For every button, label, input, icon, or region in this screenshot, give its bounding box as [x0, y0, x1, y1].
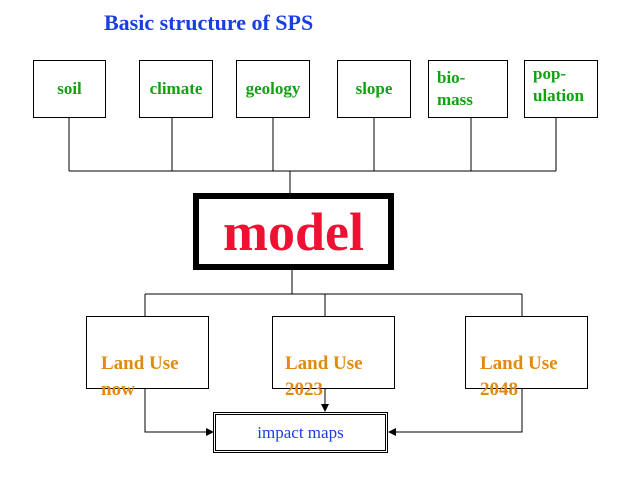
- arrow-2048-to-impact: [388, 389, 523, 436]
- input-label-soil: soil: [57, 79, 82, 98]
- input-label-slope: slope: [355, 79, 393, 98]
- input-label-population: pop- ulation: [533, 64, 585, 105]
- impact-maps-label: impact maps: [257, 422, 344, 442]
- impact-maps-box: impact maps: [213, 412, 388, 453]
- input-box-geology: geology: [236, 60, 310, 118]
- input-box-biomass: bio- mass: [428, 60, 508, 118]
- input-box-population: pop- ulation: [524, 60, 598, 118]
- input-label-climate: climate: [149, 79, 203, 98]
- arrow-now-to-impact: [144, 389, 214, 436]
- output-box-land-use-2023: Land Use 2023: [272, 316, 395, 400]
- output-box-land-use-now: Land Use now: [86, 316, 209, 400]
- model-label: model: [223, 201, 364, 262]
- input-box-slope: slope: [337, 60, 411, 118]
- output-label-now: Land Use now: [101, 353, 179, 400]
- input-label-biomass: bio- mass: [437, 68, 473, 109]
- input-label-geology: geology: [245, 79, 301, 98]
- output-label-2048: Land Use 2048: [480, 353, 558, 400]
- diagram-title: Basic structure of SPS: [104, 10, 314, 35]
- output-box-land-use-2048: Land Use 2048: [465, 316, 588, 400]
- input-box-climate: climate: [139, 60, 213, 118]
- output-label-2023: Land Use 2023: [285, 353, 363, 400]
- input-box-soil: soil: [33, 60, 106, 118]
- model-box: model: [193, 193, 394, 270]
